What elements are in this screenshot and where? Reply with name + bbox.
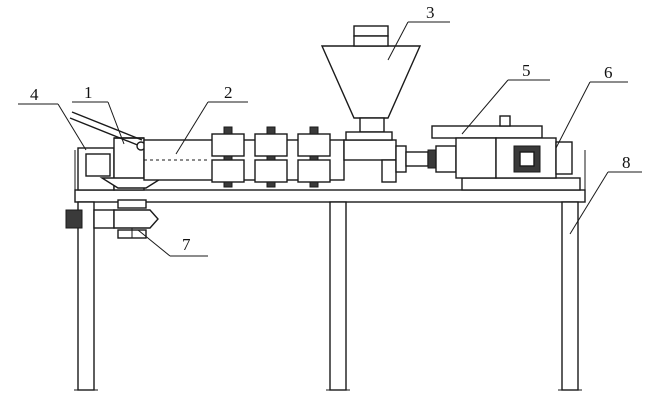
discharge-valve <box>65 199 159 239</box>
frame-leg-middle <box>329 201 347 391</box>
label-4: 4 <box>30 85 39 104</box>
support-frame <box>74 150 586 391</box>
label-8: 8 <box>622 153 631 172</box>
label-3: 3 <box>426 3 435 22</box>
heater-bands <box>211 126 331 188</box>
frame-beam <box>74 189 586 203</box>
label-1: 1 <box>84 83 93 102</box>
hopper <box>320 25 422 141</box>
frame-leg-left <box>77 201 95 391</box>
part-labels: 1 2 3 4 5 6 7 8 <box>30 3 631 254</box>
gearbox-housing <box>455 137 497 179</box>
feed-throat <box>343 139 397 161</box>
label-6: 6 <box>604 63 613 82</box>
gearbox-top <box>431 125 543 139</box>
electric-motor <box>495 137 573 179</box>
label-7: 7 <box>182 235 191 254</box>
label-5: 5 <box>522 61 531 80</box>
hopper-lid <box>353 25 389 37</box>
leader-lines <box>18 21 642 257</box>
feed-inlet-assembly <box>69 111 165 191</box>
hopper-cone <box>320 45 422 119</box>
frame-leg-right <box>561 201 579 391</box>
gearbox <box>395 115 511 179</box>
feed-lever <box>69 117 141 147</box>
label-2: 2 <box>224 83 233 102</box>
